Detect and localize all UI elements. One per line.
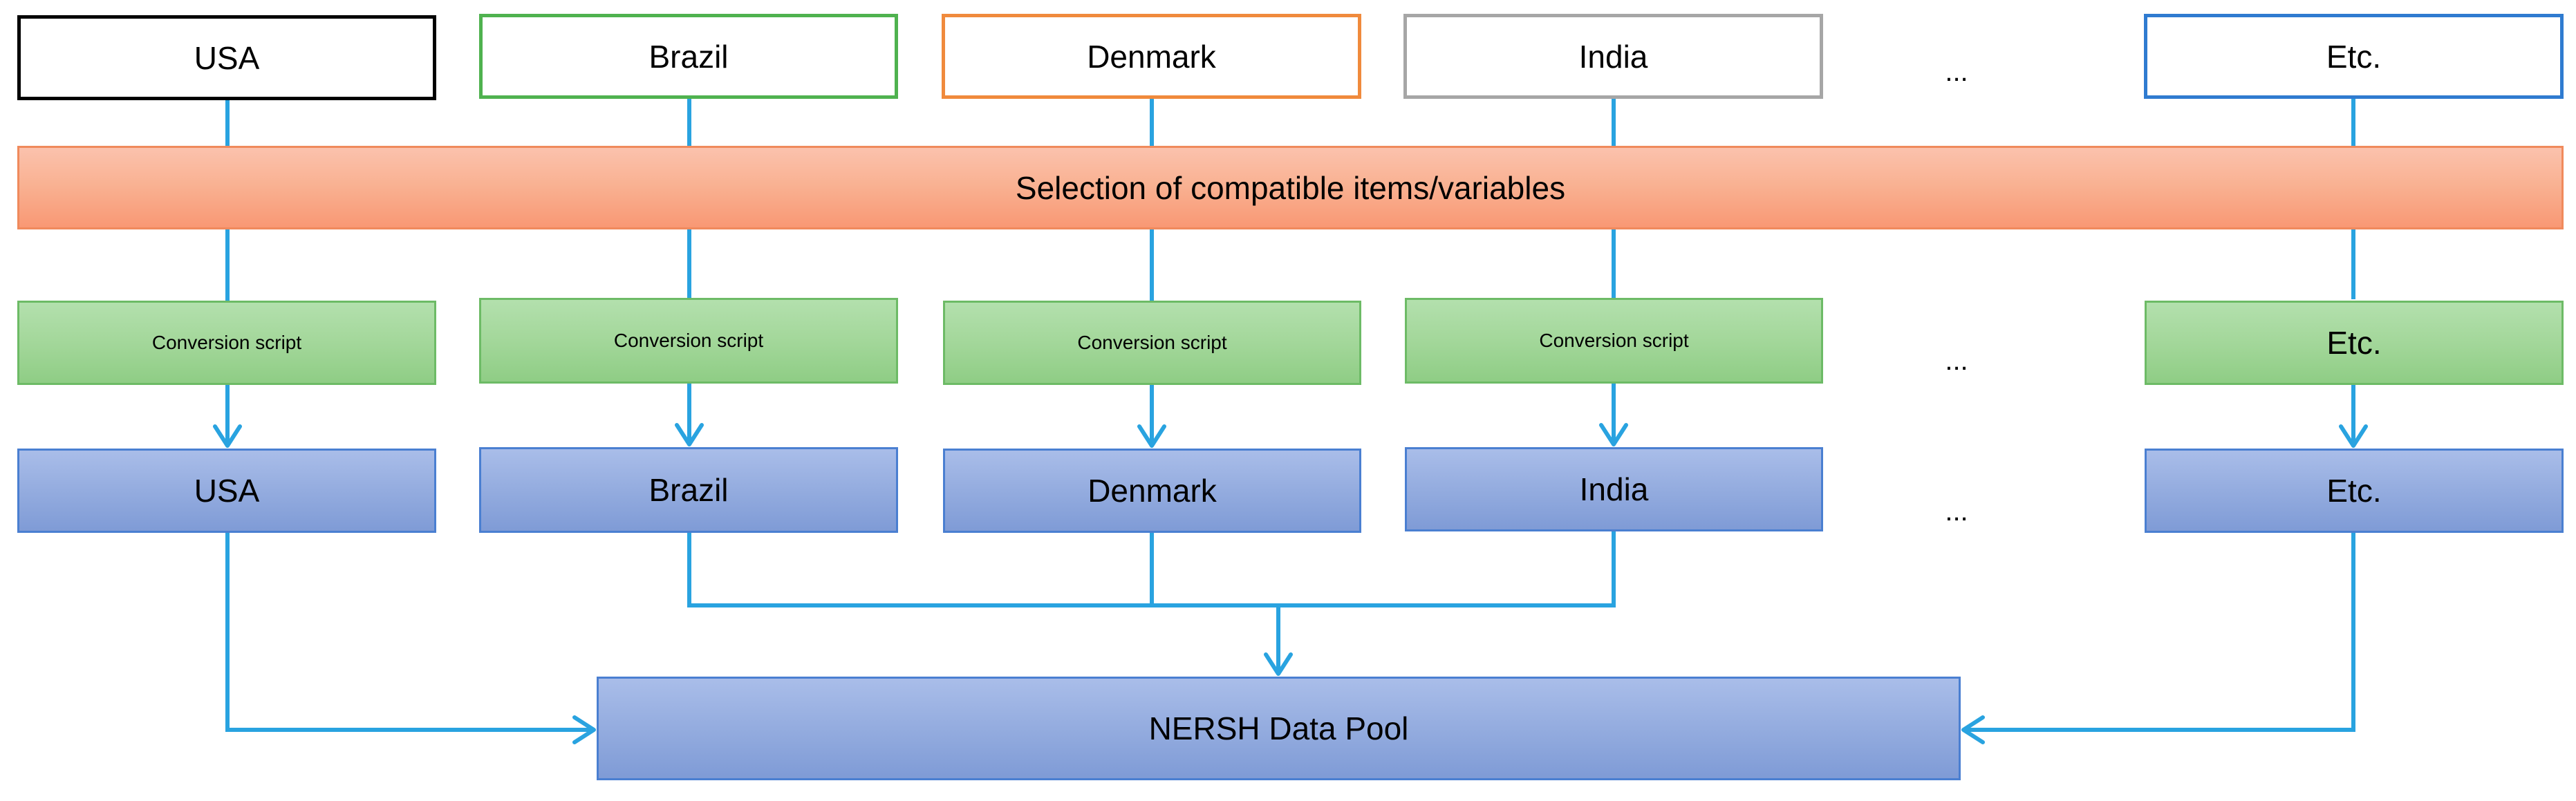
- output-box-denmark: Denmark: [943, 449, 1361, 533]
- country-box-india: India: [1403, 14, 1823, 99]
- country-box-denmark: Denmark: [942, 14, 1361, 99]
- output-box-usa: USA: [17, 449, 436, 533]
- output-box-etc: Etc.: [2145, 449, 2564, 533]
- country-box-brazil: Brazil: [479, 14, 898, 99]
- conversion-script-denmark: Conversion script: [943, 301, 1361, 385]
- country-box-etc: Etc.: [2144, 14, 2564, 99]
- conversion-script-etc: Etc.: [2145, 301, 2564, 385]
- nersh-data-pool-box: NERSH Data Pool: [597, 677, 1961, 780]
- ellipsis-outputs: ...: [1945, 496, 1968, 527]
- ellipsis-scripts: ...: [1945, 346, 1968, 376]
- country-box-usa: USA: [17, 15, 436, 100]
- conversion-script-brazil: Conversion script: [479, 298, 898, 384]
- ellipsis-top: ...: [1945, 57, 1968, 87]
- output-box-brazil: Brazil: [479, 447, 898, 533]
- conversion-script-usa: Conversion script: [17, 301, 436, 385]
- selection-bar: Selection of compatible items/variables: [17, 146, 2564, 229]
- output-box-india: India: [1405, 447, 1823, 531]
- arrow-usa-to-pool: [225, 533, 596, 744]
- conversion-script-india: Conversion script: [1405, 298, 1823, 384]
- arrow-etc-to-pool: [1961, 533, 2355, 744]
